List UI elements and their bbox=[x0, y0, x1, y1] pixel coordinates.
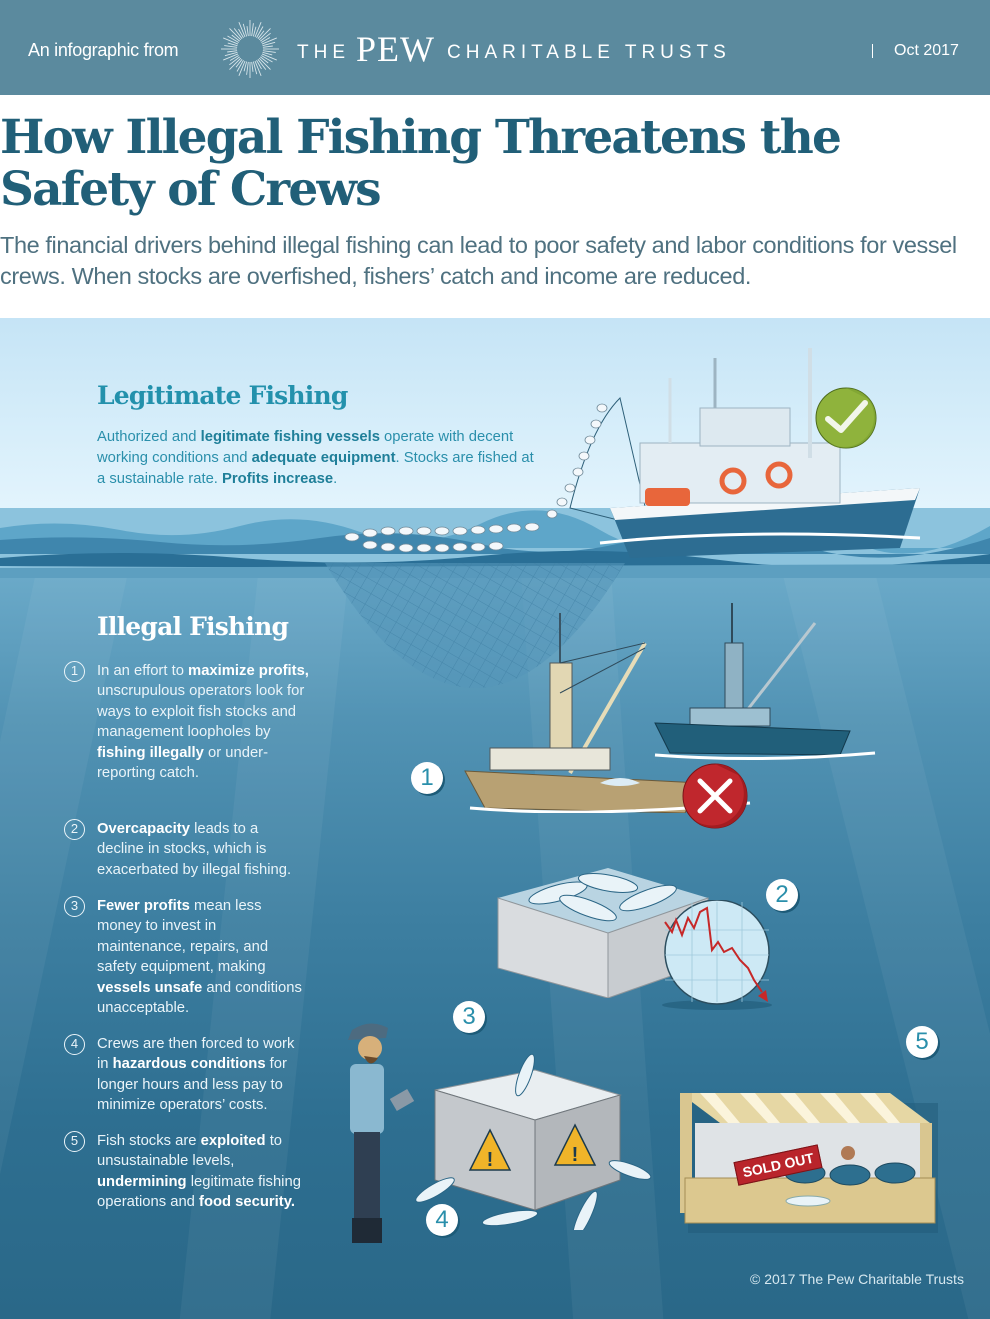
illegal-item-5: 5 Fish stocks are exploited to unsustain… bbox=[64, 1131, 309, 1213]
illegal-item-text: Overcapacity leads to a decline in stock… bbox=[97, 821, 292, 878]
hazard-crate-icon: ! ! bbox=[415, 1053, 652, 1230]
step-number-4-icon: 4 bbox=[64, 1034, 85, 1055]
step-number-1-icon: 1 bbox=[64, 661, 85, 682]
rusty-fishing-boat-icon bbox=[464, 613, 751, 813]
legitimate-fishing-description: Authorized and legitimate fishing vessel… bbox=[97, 429, 534, 487]
illegal-fishing-heading: Illegal Fishing bbox=[97, 612, 289, 641]
step-number-2-icon: 2 bbox=[64, 819, 85, 840]
step-badge-1: 1 bbox=[411, 762, 443, 794]
step-number-3-icon: 3 bbox=[64, 896, 85, 917]
net-floats bbox=[344, 523, 540, 553]
green-checkmark-icon bbox=[815, 387, 877, 449]
step-badge-4: 4 bbox=[426, 1204, 458, 1236]
illustration-scene: Legitimate Fishing Authorized and legiti… bbox=[0, 318, 990, 1319]
illegal-item-text: Fewer profits mean less money to invest … bbox=[97, 898, 302, 1017]
step-badge-2: 2 bbox=[766, 879, 798, 911]
red-x-icon bbox=[682, 763, 748, 829]
trawler-ship-icon bbox=[546, 348, 921, 558]
page-title: How Illegal Fishing Threatens the Safety… bbox=[0, 110, 842, 217]
illegal-item-text: In an effort to maximize profits, unscru… bbox=[97, 663, 309, 782]
illegal-item-4: 4 Crews are then forced to work in hazar… bbox=[64, 1034, 309, 1116]
illegal-item-1: 1 In an effort to maximize profits, unsc… bbox=[64, 661, 309, 783]
svg-text:!: ! bbox=[487, 1149, 494, 1171]
sunburst-logo-icon bbox=[221, 20, 279, 78]
illegal-item-2: 2 Overcapacity leads to a decline in sto… bbox=[64, 819, 309, 880]
declining-chart-icon bbox=[662, 900, 772, 1010]
legitimate-fishing-heading: Legitimate Fishing bbox=[97, 381, 348, 410]
fishing-net-icon bbox=[325, 563, 625, 688]
dark-fishing-boat-icon bbox=[654, 603, 876, 761]
illegal-item-text: Fish stocks are exploited to unsustainab… bbox=[97, 1133, 301, 1211]
market-stall-icon bbox=[680, 1093, 938, 1233]
header-intro: An infographic from bbox=[28, 40, 179, 60]
page-subtitle: The financial drivers behind illegal fis… bbox=[0, 232, 957, 289]
step-number-5-icon: 5 bbox=[64, 1131, 85, 1152]
copyright-notice: © 2017 The Pew Charitable Trusts bbox=[750, 1271, 964, 1287]
illegal-item-text: Crews are then forced to work in hazardo… bbox=[97, 1036, 295, 1114]
crew-member-icon bbox=[348, 1023, 415, 1243]
publication-date: Oct 2017 bbox=[894, 42, 959, 59]
step-badge-5: 5 bbox=[906, 1026, 938, 1058]
illegal-item-3: 3 Fewer profits mean less money to inves… bbox=[64, 896, 309, 1018]
step-badge-3: 3 bbox=[453, 1001, 485, 1033]
warning-triangle-icon: ! ! bbox=[468, 1123, 597, 1171]
svg-text:!: ! bbox=[572, 1144, 579, 1166]
header-divider bbox=[872, 44, 873, 58]
